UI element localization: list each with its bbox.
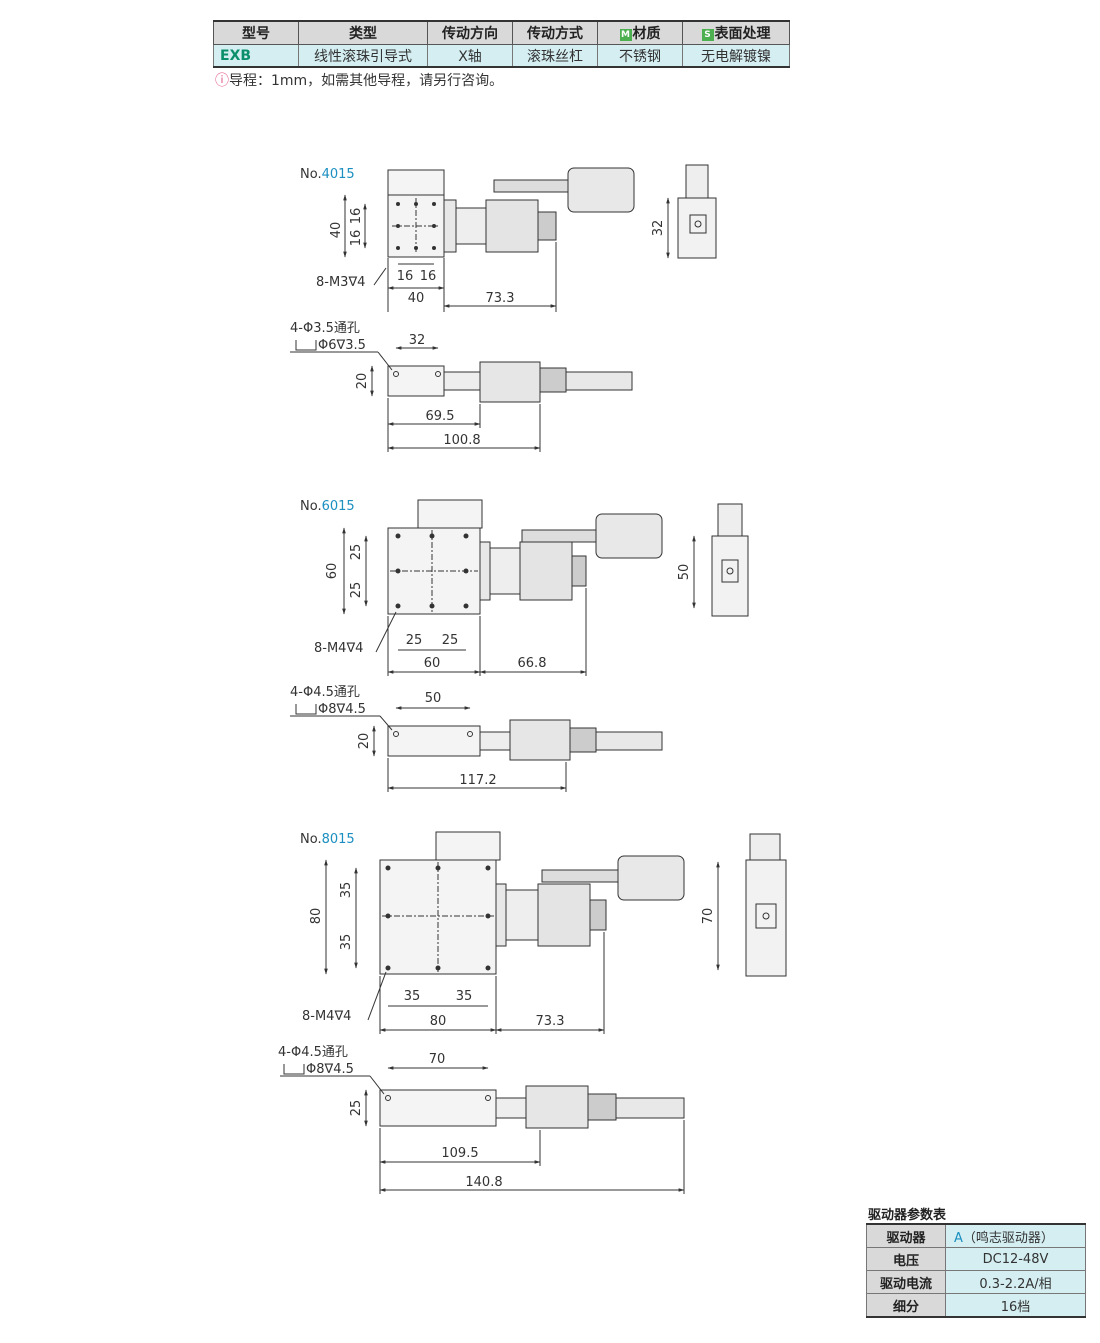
cell-type: 线性滚珠引导式	[298, 44, 428, 68]
drawing-8015: No.8015 80	[278, 831, 787, 1194]
drawing-8015-pitch-h2: 35	[456, 989, 473, 1004]
drawing-4015-hole-spec-1: 4-Φ3.5通孔	[290, 321, 360, 336]
header-type: 类型	[298, 20, 428, 45]
drawing-4015-label: No.4015	[300, 167, 355, 182]
drawing-4015-thread: 8-M3∇4	[316, 275, 365, 290]
drawing-8015-hole-spec-1: 4-Φ4.5通孔	[278, 1045, 348, 1060]
drawing-6015-label: No.6015	[300, 499, 355, 514]
drawing-8015-side-view: 70	[701, 833, 787, 977]
header-method: 传动方式	[512, 20, 598, 45]
header-model: 型号	[213, 20, 299, 45]
warning-icon: ⓘ	[215, 73, 229, 89]
drawing-4015-front-view: 4-Φ3.5通孔 Φ6∇3.5 32 20 69.5 100.8	[290, 321, 633, 452]
driver-row-value: A（鸣志驱动器）	[945, 1223, 1086, 1248]
drawing-8015-pitch-h1: 35	[404, 989, 421, 1004]
driver-row-label: 驱动器	[866, 1223, 946, 1248]
drawing-4015-hole-spec-2: Φ6∇3.5	[318, 338, 366, 353]
drawing-8015-hole-spec-2: Φ8∇4.5	[306, 1062, 354, 1077]
drawing-8015-width: 80	[430, 1014, 447, 1029]
drawing-4015-front-height: 20	[355, 373, 370, 390]
drawing-8015-label: No.8015	[300, 832, 355, 847]
drawing-6015-side-view: 50	[677, 503, 749, 617]
drawing-6015-thread: 8-M4∇4	[314, 641, 363, 656]
voltage-row-label: 电压	[866, 1247, 946, 1271]
material-badge-icon: M	[619, 29, 632, 41]
drawing-8015-motor-len: 73.3	[536, 1014, 565, 1029]
voltage-row-value: DC12-48V	[945, 1247, 1086, 1271]
current-row-value: 0.3-2.2A/相	[945, 1270, 1086, 1294]
drawing-6015: No.6015 60	[290, 499, 749, 792]
drawing-8015-pitch-v1: 35	[339, 882, 354, 899]
drawing-6015-front-pitch: 50	[425, 691, 442, 706]
drawing-6015-front-height: 20	[357, 733, 372, 750]
current-row-label: 驱动电流	[866, 1270, 946, 1294]
drawing-8015-top-view: 80 35 35 35 35 8-M4∇4 80 73.3	[302, 831, 685, 1034]
drawing-4015-front-len-2: 100.8	[443, 433, 480, 448]
drawing-6015-side-height: 50	[677, 564, 692, 581]
drawing-4015-pitch-v1: 16	[349, 208, 364, 225]
drawing-4015-pitch-v2: 16	[349, 230, 364, 247]
voltage-row: 电压 DC12-48V	[866, 1247, 1086, 1271]
drawing-8015-side-height: 70	[701, 908, 716, 925]
microstep-row-label: 细分	[866, 1293, 946, 1318]
cell-surface: 无电解镀镍	[682, 44, 790, 68]
microstep-row: 细分 16档	[866, 1293, 1086, 1318]
cell-material: 不锈钢	[597, 44, 683, 68]
drawing-4015-pitch-h2: 16	[420, 269, 437, 284]
drawing-8015-front-len-1: 109.5	[441, 1146, 478, 1161]
drawing-6015-pitch-v2: 25	[349, 582, 364, 599]
current-row: 驱动电流 0.3-2.2A/相	[866, 1270, 1086, 1294]
drawing-8015-height-dim: 80	[309, 908, 324, 925]
drawing-4015-side-height: 32	[651, 220, 666, 237]
drawing-4015-width: 40	[408, 291, 425, 306]
drawing-4015-top-view: 40 16 16 16 16 8-M3∇4 40 73.3	[316, 167, 635, 312]
driver-table: 驱动器 A（鸣志驱动器） 电压 DC12-48V 驱动电流 0.3-2.2A/相…	[866, 1223, 1086, 1318]
surface-badge-icon: S	[701, 29, 714, 41]
drawing-6015-pitch-h2: 25	[442, 633, 459, 648]
driver-model-accent: A	[954, 1230, 963, 1246]
cell-model: EXB	[213, 44, 299, 68]
drawing-6015-pitch-h1: 25	[406, 633, 423, 648]
drawing-8015-front-pitch: 70	[429, 1052, 446, 1067]
header-direction: 传动方向	[427, 20, 513, 45]
drawing-6015-top-view: 60 25 25 25 25 8-M4∇4 60 66.8	[314, 499, 663, 676]
header-surface-label: 表面处理	[714, 26, 771, 42]
drawing-8015-pitch-v2: 35	[339, 934, 354, 951]
driver-table-title: 驱动器参数表	[868, 1208, 947, 1223]
drawing-6015-width: 60	[424, 656, 441, 671]
drawing-4015-pitch-h1: 16	[397, 269, 414, 284]
drawing-6015-pitch-v1: 25	[349, 544, 364, 561]
drawing-4015-height-dim: 40	[329, 222, 344, 239]
cell-direction: X轴	[427, 44, 513, 68]
drawing-8015-thread: 8-M4∇4	[302, 1009, 351, 1024]
drawing-6015-front-len-1: 117.2	[459, 773, 496, 788]
drawing-6015-hole-spec-2: Φ8∇4.5	[318, 702, 366, 717]
driver-model-text: （鸣志驱动器）	[962, 1230, 1054, 1246]
drawing-4015-motor-len: 73.3	[486, 291, 515, 306]
drawing-8015-front-len-2: 140.8	[465, 1175, 502, 1190]
drawing-6015-motor-len: 66.8	[518, 656, 547, 671]
drawing-4015-front-len-1: 69.5	[426, 409, 455, 424]
header-material-label: 材质	[632, 26, 661, 42]
drawing-8015-front-height: 25	[349, 1100, 364, 1117]
driver-row: 驱动器 A（鸣志驱动器）	[866, 1223, 1086, 1248]
spec-data-row: EXB 线性滚珠引导式 X轴 滚珠丝杠 不锈钢 无电解镀镍	[213, 44, 790, 68]
drawing-4015-front-pitch: 32	[409, 333, 426, 348]
drawing-4015: No.4015 40	[290, 164, 717, 452]
drawing-8015-front-view: 4-Φ4.5通孔 Φ8∇4.5 70 25 109.5 140.8	[278, 1045, 685, 1194]
drawing-4015-side-view: 32	[651, 164, 717, 259]
lead-note-text: 导程：1mm，如需其他导程，请另行咨询。	[229, 73, 504, 89]
drawing-6015-hole-spec-1: 4-Φ4.5通孔	[290, 685, 360, 700]
lead-note: ⓘ导程：1mm，如需其他导程，请另行咨询。	[215, 70, 503, 90]
cell-method: 滚珠丝杠	[512, 44, 598, 68]
drawing-6015-height-dim: 60	[325, 563, 340, 580]
drawing-6015-front-view: 4-Φ4.5通孔 Φ8∇4.5 50 20 117.2	[290, 685, 663, 792]
microstep-row-value: 16档	[945, 1293, 1086, 1318]
